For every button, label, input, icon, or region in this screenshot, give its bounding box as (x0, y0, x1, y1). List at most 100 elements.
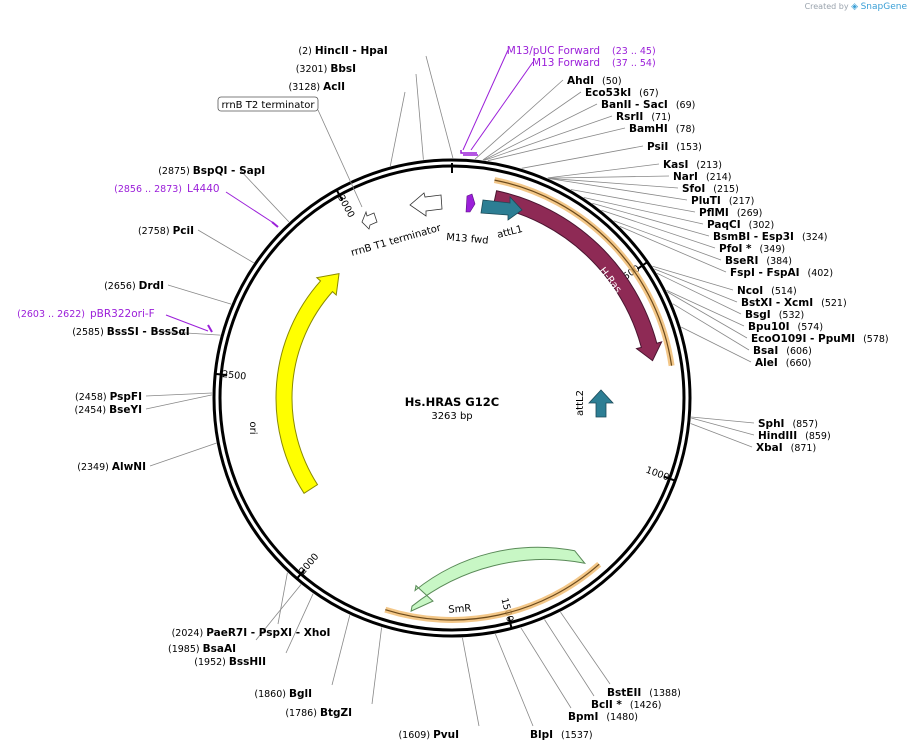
enzyme-site[interactable]: BamHI(78) (629, 123, 695, 135)
enzyme-leader (255, 584, 302, 641)
enzyme-isoschizomer: - BssSαI (139, 326, 190, 338)
enzyme-site[interactable]: XbaI(871) (756, 442, 816, 454)
enzyme-site[interactable]: (2875) BspQI - SapI (158, 165, 265, 177)
enzyme-position: (1860) (254, 689, 289, 700)
enzyme-site[interactable]: FspI - FspAI(402) (730, 267, 833, 279)
enzyme-site[interactable]: (1860) BglI (254, 688, 312, 700)
rrnb-t2-terminator-feature[interactable] (361, 210, 378, 230)
enzyme-site[interactable]: (2758) PciI (138, 225, 194, 237)
enzyme-site[interactable]: (1786) BtgZI (285, 707, 352, 719)
enzyme-site[interactable]: Bpu10I(574) (748, 321, 823, 333)
enzyme-name: HincII (315, 45, 349, 57)
snapgene-logo-icon: ◈ (851, 2, 859, 12)
enzyme-site[interactable]: PaqCI(302) (707, 219, 774, 231)
enzyme-position: (153) (676, 142, 702, 153)
enzyme-isoschizomer: - XcmI (772, 297, 813, 309)
enzyme-site[interactable]: Eco53kI(67) (585, 87, 659, 99)
enzyme-site[interactable]: (2656) DrdI (104, 280, 164, 292)
primer-pbr322ori-f-name: pBR322ori-F (90, 308, 155, 320)
enzyme-leader (681, 326, 752, 363)
tick-mark (296, 568, 306, 580)
enzyme-site[interactable]: (2458) PspFI (75, 391, 142, 403)
enzyme-site[interactable]: AleI(660) (755, 357, 811, 369)
enzyme-isoschizomer: - SapI (227, 165, 265, 177)
enzyme-site[interactable]: PluTI(217) (691, 195, 754, 207)
enzyme-site[interactable]: RsrII (71) (616, 111, 671, 123)
enzyme-site[interactable]: BsgI(532) (745, 309, 804, 321)
enzyme-site[interactable]: BseRI(384) (725, 255, 792, 267)
enzyme-name: BseYI (109, 404, 142, 416)
credit-brand: SnapGene (860, 2, 907, 12)
enzyme-position: (514) (771, 286, 797, 297)
enzyme-site[interactable]: (1952) BssHII (194, 656, 266, 668)
m13-fwd-feature[interactable] (465, 193, 476, 213)
enzyme-site[interactable]: (2024) PaeR7I - PspXI - XhoI (172, 627, 331, 639)
enzyme-site[interactable]: BsaI(606) (753, 345, 812, 357)
enzyme-site[interactable]: BanII - SacI(69) (601, 99, 695, 111)
rrnb-t2-leader (317, 109, 363, 208)
enzyme-position: (71) (651, 112, 671, 123)
enzyme-name: SphI (758, 418, 784, 430)
enzyme-site[interactable]: (2) HincII - HpaI (298, 45, 387, 57)
enzyme-site[interactable]: PsiI(153) (647, 141, 702, 153)
enzyme-site[interactable]: (1985) BsaAI (168, 643, 236, 655)
enzyme-name: BamHI (629, 123, 668, 135)
enzyme-position: (402) (808, 268, 834, 279)
enzyme-site[interactable]: BstXI - XcmI(521) (741, 297, 847, 309)
enzyme-leader (666, 289, 745, 327)
enzyme-name: Bpu10I (748, 321, 790, 333)
enzyme-site[interactable]: (1609) PvuI (398, 729, 459, 741)
enzyme-name: FspI (730, 267, 755, 279)
enzyme-leader (560, 611, 611, 685)
enzyme-site[interactable]: BsmBI - Esp3I(324) (713, 231, 827, 243)
enzyme-site[interactable]: (3201) BbsI (296, 63, 356, 75)
orf-arc-smr (384, 561, 602, 623)
enzyme-site[interactable]: KasI(213) (663, 159, 722, 171)
enzyme-site[interactable]: AhdI(50) (567, 75, 622, 87)
enzyme-leader (474, 79, 564, 160)
rrnb-t1-terminator-feature[interactable] (409, 192, 443, 217)
enzyme-name: BssSI (107, 326, 139, 338)
attl2-feature[interactable] (588, 389, 614, 418)
enzyme-name: BglI (289, 688, 312, 700)
enzyme-name: RsrII (616, 111, 643, 123)
enzyme-name: PciI (173, 225, 194, 237)
enzyme-site[interactable]: SfoI(215) (682, 183, 739, 195)
enzyme-name: EcoO109I (751, 333, 806, 345)
tick-mark (663, 475, 676, 482)
enzyme-leader (570, 189, 696, 213)
smr-feature[interactable] (410, 546, 587, 612)
enzyme-labels-right: AhdI(50)Eco53kI(67)BanII - SacI(69)RsrII… (530, 75, 889, 741)
enzyme-position: (2656) (104, 281, 139, 292)
enzyme-site[interactable]: BlpI(1537) (530, 729, 593, 741)
enzyme-site[interactable]: (2454) BseYI (75, 404, 143, 416)
enzyme-site[interactable]: PfoI *(349) (719, 243, 785, 255)
enzyme-isoschizomer: - SacI (631, 99, 667, 111)
attl1-feature[interactable] (480, 195, 523, 221)
tick-mark (335, 189, 344, 201)
enzyme-position: (215) (713, 184, 739, 195)
enzyme-name: PaeR7I (206, 627, 247, 639)
enzyme-site[interactable]: BpmI(1480) (568, 711, 638, 723)
enzyme-leader (547, 163, 660, 179)
enzyme-site[interactable]: (3128) AclI (289, 81, 345, 93)
enzyme-position: (2349) (77, 462, 112, 473)
enzyme-leader (495, 633, 534, 727)
enzyme-site[interactable]: PflMI(269) (699, 207, 762, 219)
enzyme-site[interactable]: NarI(214) (673, 171, 732, 183)
enzyme-leader (425, 55, 454, 159)
ori-feature[interactable] (275, 273, 340, 495)
enzyme-site[interactable]: EcoO109I - PpuMI(578) (751, 333, 889, 345)
enzyme-site[interactable]: (2585) BssSI - BssSαI (72, 326, 189, 338)
snapgene-credit: Created by ◈ SnapGene (805, 2, 907, 12)
primer-m13-puc-forward-name: M13/pUC Forward (507, 45, 600, 57)
enzyme-site[interactable]: NcoI(514) (737, 285, 797, 297)
enzyme-site[interactable]: BclI *(1426) (591, 699, 661, 711)
enzyme-leader (149, 442, 217, 467)
enzyme-site[interactable]: SphI(857) (758, 418, 818, 430)
enzyme-site[interactable]: HindIII(859) (758, 430, 831, 442)
enzyme-site[interactable]: BstEII(1388) (607, 687, 681, 699)
rrnb-t2-label-box (217, 96, 319, 112)
enzyme-site[interactable]: (2349) AlwNI (77, 461, 146, 473)
tick-mark (507, 616, 513, 629)
